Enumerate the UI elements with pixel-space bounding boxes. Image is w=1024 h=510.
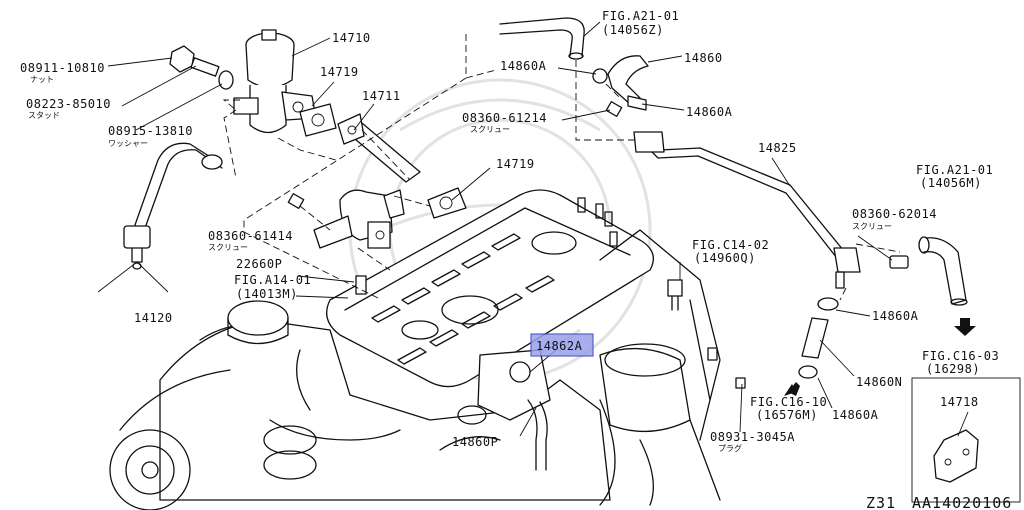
leader-lines [97, 21, 969, 437]
egr-pipe-14120 [123, 142, 223, 270]
label-08360-61414[interactable]: 08360-61414 [208, 229, 293, 243]
label-14710[interactable]: 14710 [332, 31, 371, 45]
hose-14860n [801, 317, 829, 359]
hose-14056z [499, 17, 585, 60]
label-14120[interactable]: 14120 [134, 311, 173, 325]
detail-box [911, 377, 1021, 503]
label-14860[interactable]: 14860 [684, 51, 723, 65]
label-fig-c14-02[interactable]: FIG.C14-02 [692, 238, 769, 252]
clamp-14860a-d [798, 365, 818, 379]
bracket-14718 [933, 429, 979, 483]
screw-08360-61414 [287, 193, 305, 209]
label-diagram-code: AA14020106 [912, 494, 1012, 510]
label-14860a-a[interactable]: 14860A [500, 59, 547, 73]
label-nut: ナット [30, 75, 54, 84]
label-14825[interactable]: 14825 [758, 141, 797, 155]
label-08360-61214[interactable]: 08360-61214 [462, 111, 547, 125]
hose-14860p [527, 399, 538, 471]
dashed-reference-lines [222, 34, 901, 301]
egr-valve-14710 [233, 29, 317, 134]
label-14860n[interactable]: 14860N [856, 375, 902, 389]
label-08911-10810[interactable]: 08911-10810 [20, 61, 105, 75]
label-14013m: (14013M) [236, 287, 298, 301]
arrow-down-icon [954, 318, 976, 336]
gasket-14719b [427, 187, 467, 219]
label-washer: ワッシャー [108, 139, 148, 148]
clamp-14860a-c [817, 297, 839, 311]
label-14860a-d[interactable]: 14860A [832, 408, 879, 422]
label-14862a[interactable]: 14862A [536, 339, 583, 353]
label-screw-c: スクリュー [852, 222, 892, 231]
screw-08360-62014 [889, 255, 909, 269]
label-14860p[interactable]: 14860P [452, 435, 498, 449]
screw-08360-61214 [605, 101, 623, 117]
label-22660p[interactable]: 22660P [236, 257, 282, 271]
label-fig-a14-01[interactable]: FIG.A14-01 [234, 273, 311, 287]
label-fig-c16-10[interactable]: FIG.C16-10 [750, 395, 827, 409]
label-screw-b: スクリュー [470, 125, 510, 134]
label-fig-a21-01-a[interactable]: FIG.A21-01 [602, 9, 679, 23]
label-14056z: (14056Z) [602, 23, 664, 37]
label-16576m: (16576M) [756, 408, 818, 422]
label-14056m: (14056M) [920, 176, 982, 190]
label-08360-62014[interactable]: 08360-62014 [852, 207, 937, 221]
hose-14056m [918, 236, 968, 306]
label-14960q: (14960Q) [694, 251, 756, 265]
pipe-14825 [633, 131, 861, 289]
label-stud: スタッド [28, 111, 60, 120]
label-model-z31: Z31 [866, 494, 896, 510]
highlight-14862a[interactable] [530, 333, 594, 357]
label-screw-a: スクリュー [208, 243, 248, 252]
gasket-14719a [299, 103, 337, 137]
label-fig-c16-03[interactable]: FIG.C16-03 [922, 349, 999, 363]
part-labels: 08911-10810 ナット 08223-85010 スタッド 08915-1… [20, 9, 1012, 510]
label-14718[interactable]: 14718 [940, 395, 979, 409]
label-plug: プラグ [718, 443, 742, 453]
label-16298: (16298) [926, 362, 980, 376]
bolt-22660p [355, 275, 367, 295]
hose-14860 [592, 55, 649, 111]
label-08915-13810[interactable]: 08915-13810 [108, 124, 193, 138]
label-14719-a[interactable]: 14719 [320, 65, 359, 79]
label-14860a-c[interactable]: 14860A [872, 309, 919, 323]
label-14860a-b[interactable]: 14860A [686, 105, 733, 119]
label-14719-b[interactable]: 14719 [496, 157, 535, 171]
egr-control-valve [313, 189, 405, 249]
label-14711[interactable]: 14711 [362, 89, 401, 103]
label-08223-85010[interactable]: 08223-85010 [26, 97, 111, 111]
nut-stud-washer [169, 45, 234, 90]
label-fig-a21-01-b[interactable]: FIG.A21-01 [916, 163, 993, 177]
label-08931-3045a[interactable]: 08931-3045A [710, 430, 795, 444]
engine-block [109, 189, 746, 510]
